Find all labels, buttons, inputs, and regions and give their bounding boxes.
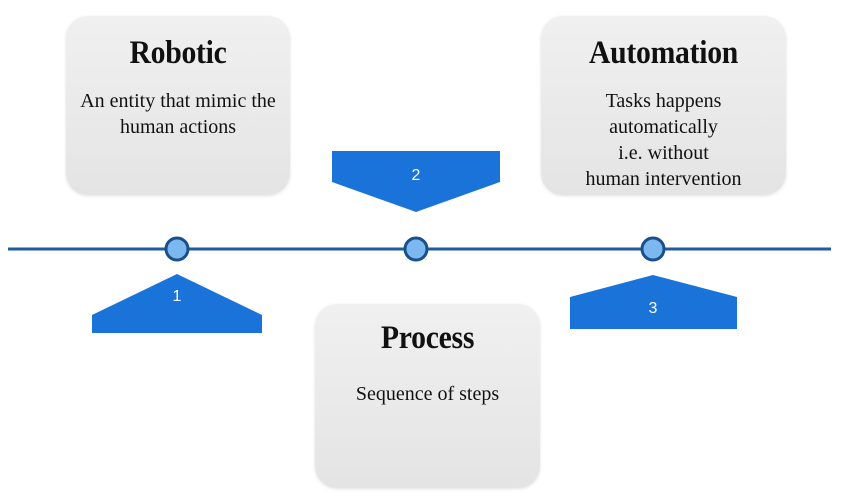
robotic-title: Robotic [129,35,227,71]
timeline-node-2 [403,236,429,262]
robotic-description-line: human actions [119,116,237,138]
robotic-card: Robotic An entity that mimic the human a… [66,16,290,195]
marker-2-shape [332,151,500,212]
automation-card: Automation Tasks happens automatically i… [541,16,786,195]
process-description-line: Sequence of steps [355,383,500,405]
marker-1-shape [92,274,262,333]
marker-3-shape [570,275,737,329]
process-description: Sequence of steps [315,381,540,407]
process-title: Process [380,320,475,356]
timeline-node-3 [640,236,666,262]
marker-2-number: 2 [412,167,421,184]
automation-description-line: i.e. without [618,142,709,164]
timeline-node-1 [164,236,190,262]
process-card: Process Sequence of steps [315,304,540,488]
automation-description-line: Tasks happens automatically [605,90,722,138]
robotic-description-line: An entity that mimic the [80,90,276,112]
marker-1-number: 1 [173,288,182,305]
robotic-description: An entity that mimic the human actions [66,88,290,140]
automation-description: Tasks happens automatically i.e. without… [541,88,786,192]
automation-description-line: human intervention [585,168,742,190]
automation-title: Automation [588,35,739,71]
marker-3-number: 3 [649,300,658,317]
